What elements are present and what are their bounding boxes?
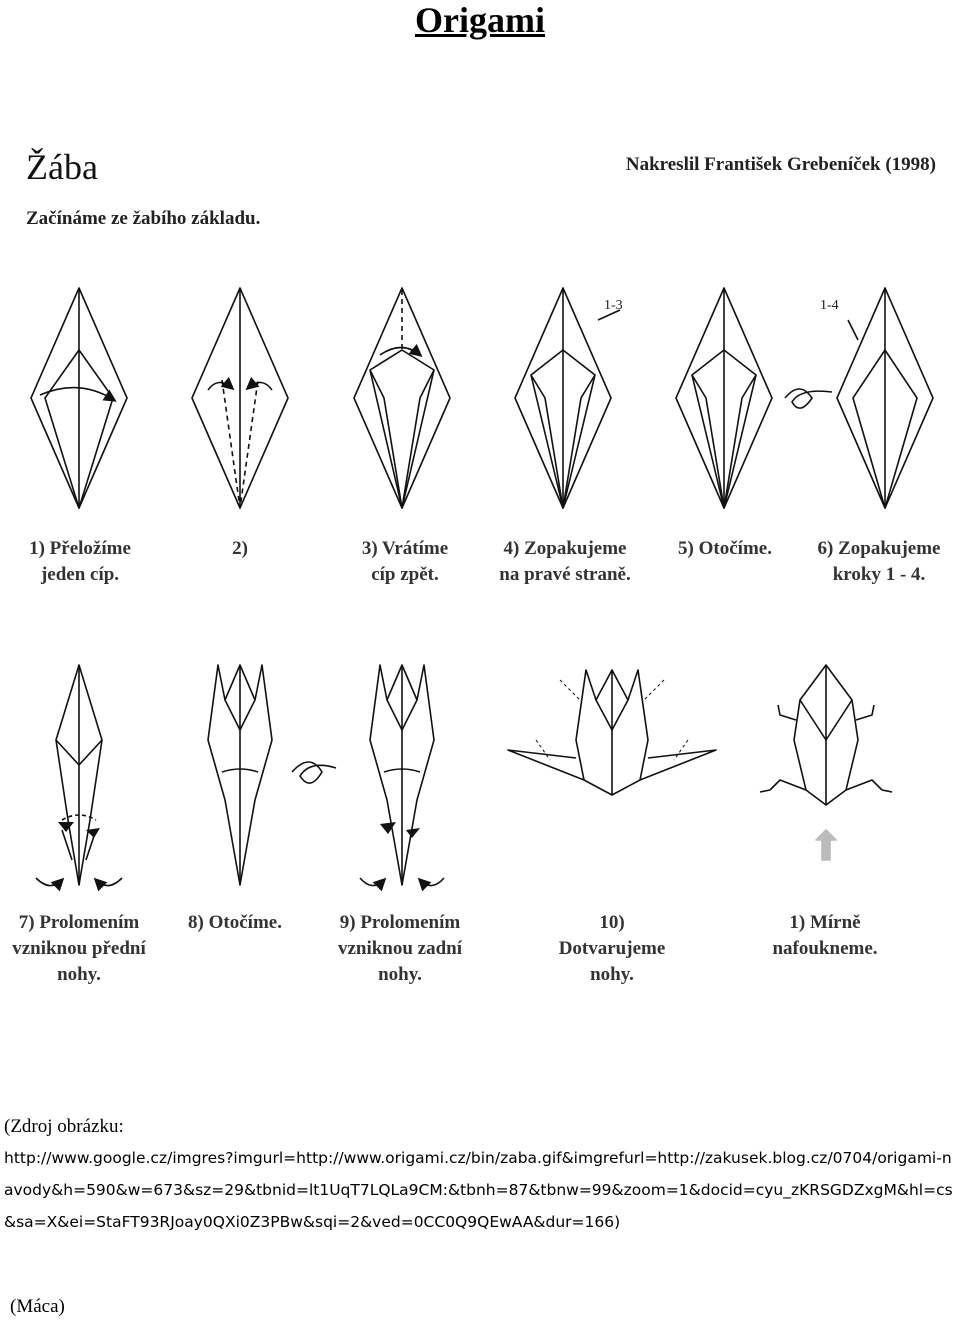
step-ref-label: 1-3: [604, 298, 623, 313]
figure-step-8: [207, 664, 337, 886]
caption-step-9: 9) Prolomením vzniknou zadní nohy.: [337, 912, 463, 985]
caption-step-8: 8) Otočíme.: [188, 912, 282, 933]
caption-step-final: 1) Mírně nafoukneme.: [772, 912, 878, 959]
caption-step-3: 3) Vrátíme cíp zpět.: [361, 538, 449, 585]
figure-step-9: [359, 664, 445, 892]
diagram-drawings: [30, 287, 934, 892]
figure-step-4: [514, 287, 621, 509]
step-ref-label: 1-4: [820, 298, 839, 313]
source-label: (Zdroj obrázku:: [4, 1116, 124, 1137]
figure-final-frog: [759, 664, 893, 861]
image-source: (Zdroj obrázku: http://www.google.cz/img…: [4, 1112, 959, 1238]
source-url: http://www.google.cz/imgres?imgurl=http:…: [4, 1149, 953, 1231]
origami-diagram: Žába Nakreslil František Grebeníček (199…: [0, 140, 960, 1000]
caption-step-5: 5) Otočíme.: [678, 538, 772, 559]
figure-step-6: [836, 287, 934, 509]
figure-step-3: [353, 287, 451, 509]
diagram-author: Nakreslil František Grebeníček (1998): [625, 154, 936, 175]
page-title: Origami: [415, 0, 545, 40]
caption-step-4: 4) Zopakujeme na pravé straně.: [499, 538, 631, 585]
caption-step-2: 2): [232, 538, 248, 559]
caption-step-1: 1) Přeložíme jeden cíp.: [29, 538, 131, 585]
figure-step-7: [35, 664, 123, 892]
figure-step-10: [507, 669, 717, 796]
diagram-heading: Žába: [26, 147, 98, 187]
caption-step-10: 10) Dotvarujeme nohy.: [558, 912, 666, 985]
figure-step-1: [30, 287, 128, 509]
author-note: (Máca): [10, 1296, 65, 1317]
caption-step-7: 7) Prolomením vzniknou přední nohy.: [12, 912, 146, 985]
figure-step-5: [675, 287, 833, 509]
figure-step-2: [191, 287, 289, 509]
caption-step-6: 6) Zopakujeme kroky 1 - 4.: [817, 538, 941, 585]
diagram-intro: Začínáme ze žabího základu.: [26, 208, 261, 229]
